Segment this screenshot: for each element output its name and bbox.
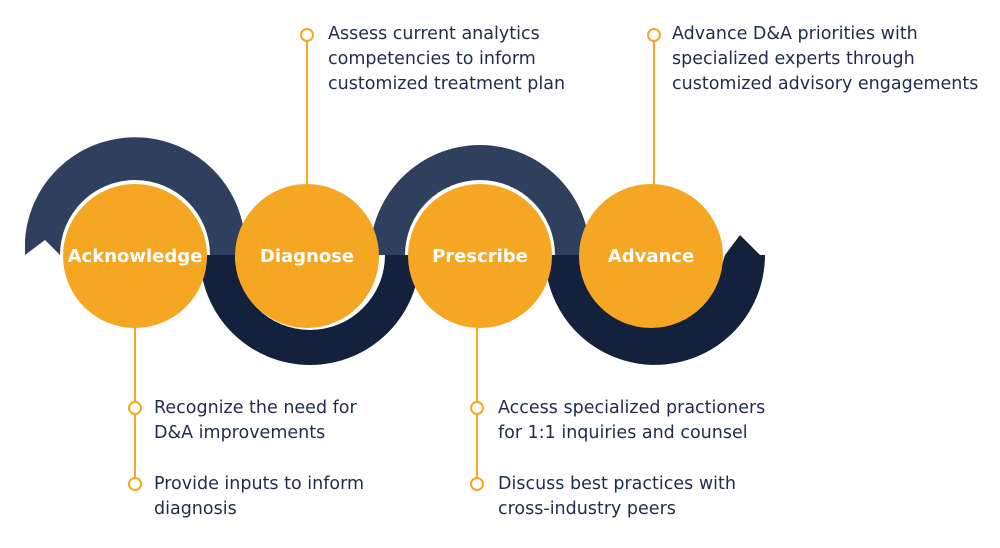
connector-dot-prescribe-2 xyxy=(470,477,484,491)
callout-line: Advance D&A priorities with xyxy=(672,24,918,44)
callout-line: diagnosis xyxy=(154,499,237,519)
arc-top-acknowledge xyxy=(25,137,246,255)
callout-line: D&A improvements xyxy=(154,423,326,443)
callout-line: Discuss best practices with xyxy=(498,474,736,494)
callout-line: Access specialized practioners xyxy=(498,398,766,418)
callout-line: Assess current analytics xyxy=(328,24,540,44)
connector-dot-acknowledge-1 xyxy=(128,401,142,415)
callout-prescribe-2: Discuss best practices with cross-indust… xyxy=(498,472,736,522)
callout-line: customized advisory engagements xyxy=(672,74,979,94)
connector-dot-advance xyxy=(647,28,661,42)
stage-circle-advance xyxy=(579,184,723,328)
callout-line: for 1:1 inquiries and counsel xyxy=(498,423,748,443)
stage-label-prescribe: Prescribe xyxy=(432,246,528,267)
stage-circle-prescribe xyxy=(408,184,552,328)
arc-bottom-advance xyxy=(545,235,765,365)
connector-dot-acknowledge-2 xyxy=(128,477,142,491)
callout-line: cross-industry peers xyxy=(498,499,676,519)
stage-label-acknowledge: Acknowledge xyxy=(68,246,203,267)
stage-label-diagnose: Diagnose xyxy=(260,246,354,267)
callout-diagnose-top: Assess current analytics competencies to… xyxy=(328,22,565,97)
connector-dot-prescribe-1 xyxy=(470,401,484,415)
callout-line: specialized experts through xyxy=(672,49,915,69)
arc-bottom-diagnose xyxy=(200,255,420,365)
callout-advance-top: Advance D&A priorities with specialized … xyxy=(672,22,978,97)
callout-acknowledge-1: Recognize the need for D&A improvements xyxy=(154,396,357,446)
callout-line: customized treatment plan xyxy=(328,74,566,94)
arc-top-prescribe xyxy=(370,145,590,255)
callout-line: Recognize the need for xyxy=(154,398,357,418)
callout-prescribe-1: Access specialized practioners for 1:1 i… xyxy=(498,396,765,446)
stage-label-advance: Advance xyxy=(608,246,694,267)
stage-circle-diagnose xyxy=(235,184,379,328)
callout-acknowledge-2: Provide inputs to inform diagnosis xyxy=(154,472,364,522)
callout-line: competencies to inform xyxy=(328,49,536,69)
stage-circle-acknowledge xyxy=(63,184,207,328)
callout-line: Provide inputs to inform xyxy=(154,474,364,494)
connector-dot-diagnose xyxy=(300,28,314,42)
